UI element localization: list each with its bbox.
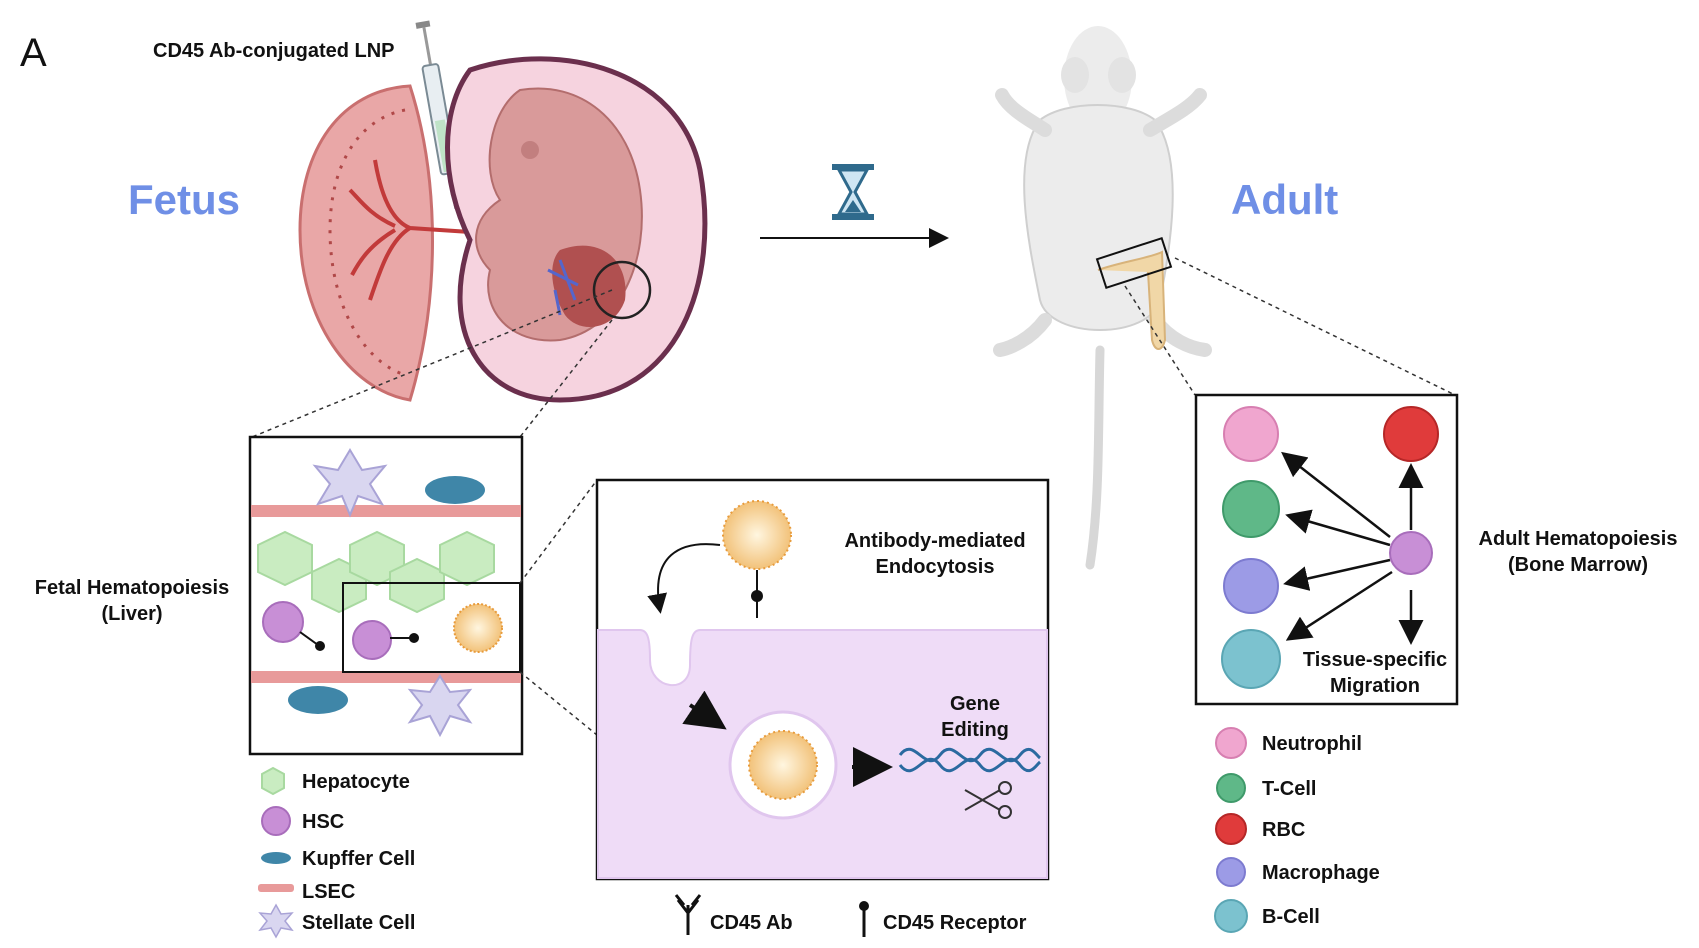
legend-lsec-label: LSEC bbox=[302, 881, 355, 903]
placenta-icon bbox=[298, 84, 471, 402]
liver-box bbox=[248, 435, 524, 756]
legend-macrophage-swatch bbox=[1216, 857, 1246, 887]
legend-tcell-swatch bbox=[1216, 773, 1246, 803]
legend-hsc-swatch bbox=[261, 806, 291, 836]
legend-kupffer-label: Kupffer Cell bbox=[302, 848, 415, 870]
gene-editing-line2: Editing bbox=[941, 719, 1009, 741]
migration-line1: Tissue-specific bbox=[1303, 649, 1447, 671]
legend-lsec-swatch bbox=[258, 884, 294, 892]
legend-hepatocyte-label: Hepatocyte bbox=[302, 771, 410, 793]
legend-rbc-swatch bbox=[1215, 813, 1247, 845]
zoom-connector bbox=[519, 671, 598, 736]
endocytosis-line2: Endocytosis bbox=[876, 556, 995, 578]
legend-stellate-label: Stellate Cell bbox=[302, 912, 415, 934]
antibody-icon bbox=[674, 894, 702, 935]
zoom-connector bbox=[1124, 285, 1196, 396]
zoom-connector bbox=[519, 319, 613, 438]
endocytosis-line1: Antibody-mediated bbox=[844, 530, 1025, 552]
stage-adult-label: Adult bbox=[1231, 176, 1338, 223]
zoom-connector bbox=[251, 289, 613, 438]
legend-bcell-label: B-Cell bbox=[1262, 906, 1320, 928]
gene-editing-line1: Gene bbox=[950, 693, 1000, 715]
legend-stellate-swatch bbox=[258, 903, 294, 939]
legend-hepatocyte-swatch bbox=[261, 766, 285, 796]
scissors-icon bbox=[964, 781, 1012, 819]
fetal-hematopoiesis-line2: (Liver) bbox=[101, 603, 162, 625]
cell-legend: Neutrophil T-Cell RBC Macrophage B-Cell bbox=[1214, 727, 1380, 933]
zoom-connector bbox=[519, 479, 598, 584]
fetus-icon bbox=[445, 56, 708, 403]
legend-hsc-label: HSC bbox=[302, 811, 344, 833]
antibody-legend: CD45 Ab CD45 Receptor bbox=[674, 894, 1027, 937]
legend-macrophage-label: Macrophage bbox=[1262, 862, 1380, 884]
legend-neutrophil-swatch bbox=[1215, 727, 1247, 759]
legend-tcell-label: T-Cell bbox=[1262, 778, 1316, 800]
legend-bcell-swatch bbox=[1214, 899, 1248, 933]
liver-legend: Hepatocyte HSC Kupffer Cell LSEC Stellat… bbox=[258, 766, 415, 939]
migration-line2: Migration bbox=[1330, 675, 1420, 697]
legend-neutrophil-label: Neutrophil bbox=[1262, 733, 1362, 755]
legend-cd45-receptor-label: CD45 Receptor bbox=[883, 912, 1027, 934]
bone-marrow-box bbox=[1194, 393, 1459, 706]
dna-icon bbox=[898, 747, 1042, 773]
receptor-icon bbox=[859, 901, 869, 937]
legend-rbc-label: RBC bbox=[1262, 819, 1305, 841]
legend-cd45-ab-label: CD45 Ab bbox=[710, 912, 793, 934]
injection-label: CD45 Ab-conjugated LNP bbox=[153, 40, 395, 62]
hourglass-icon bbox=[832, 164, 874, 220]
panel-letter: A bbox=[20, 31, 47, 75]
legend-kupffer-swatch bbox=[261, 852, 291, 864]
adult-hematopoiesis-line1: Adult Hematopoiesis bbox=[1479, 528, 1678, 550]
stage-fetus-label: Fetus bbox=[128, 176, 240, 223]
endocytosis-box bbox=[595, 478, 1050, 881]
adult-hematopoiesis-line2: (Bone Marrow) bbox=[1508, 554, 1648, 576]
zoom-connector bbox=[1174, 257, 1456, 396]
mouse-icon bbox=[993, 26, 1212, 570]
fetal-hematopoiesis-line1: Fetal Hematopoiesis bbox=[35, 577, 230, 599]
